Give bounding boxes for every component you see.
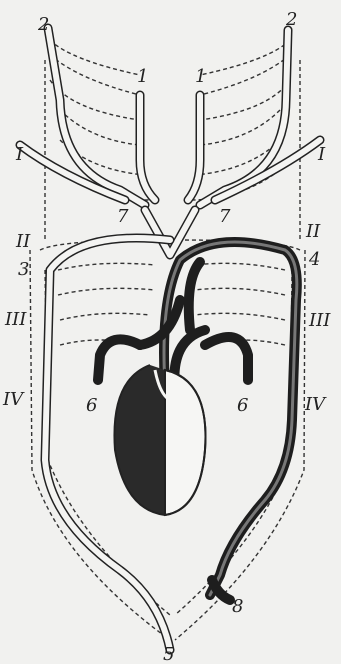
- label-right-4: 4: [308, 249, 320, 270]
- label-roman-I-right: I: [317, 144, 326, 165]
- label-roman-II-right: II: [305, 221, 321, 242]
- label-right-7: 7: [219, 206, 231, 227]
- label-upper-right-1: 1: [195, 66, 206, 87]
- label-roman-I-left: I: [15, 144, 24, 165]
- label-left-3: 3: [18, 259, 29, 280]
- label-roman-III-right: III: [308, 310, 331, 331]
- label-roman-IV-right: IV: [304, 394, 327, 415]
- label-roman-III-left: III: [4, 309, 27, 330]
- label-top-right-2: 2: [285, 9, 297, 30]
- label-8: 8: [232, 596, 243, 617]
- label-left-6: 6: [86, 395, 97, 416]
- heart: [114, 365, 205, 515]
- label-right-6: 6: [237, 395, 248, 416]
- vein-system: [20, 28, 320, 650]
- label-top-left-2: 2: [37, 14, 49, 35]
- label-upper-left-1: 1: [137, 66, 148, 87]
- label-bottom-5: 5: [163, 644, 174, 664]
- label-left-7: 7: [117, 206, 129, 227]
- label-roman-IV-left: IV: [2, 389, 25, 410]
- label-roman-II-left: II: [15, 231, 31, 252]
